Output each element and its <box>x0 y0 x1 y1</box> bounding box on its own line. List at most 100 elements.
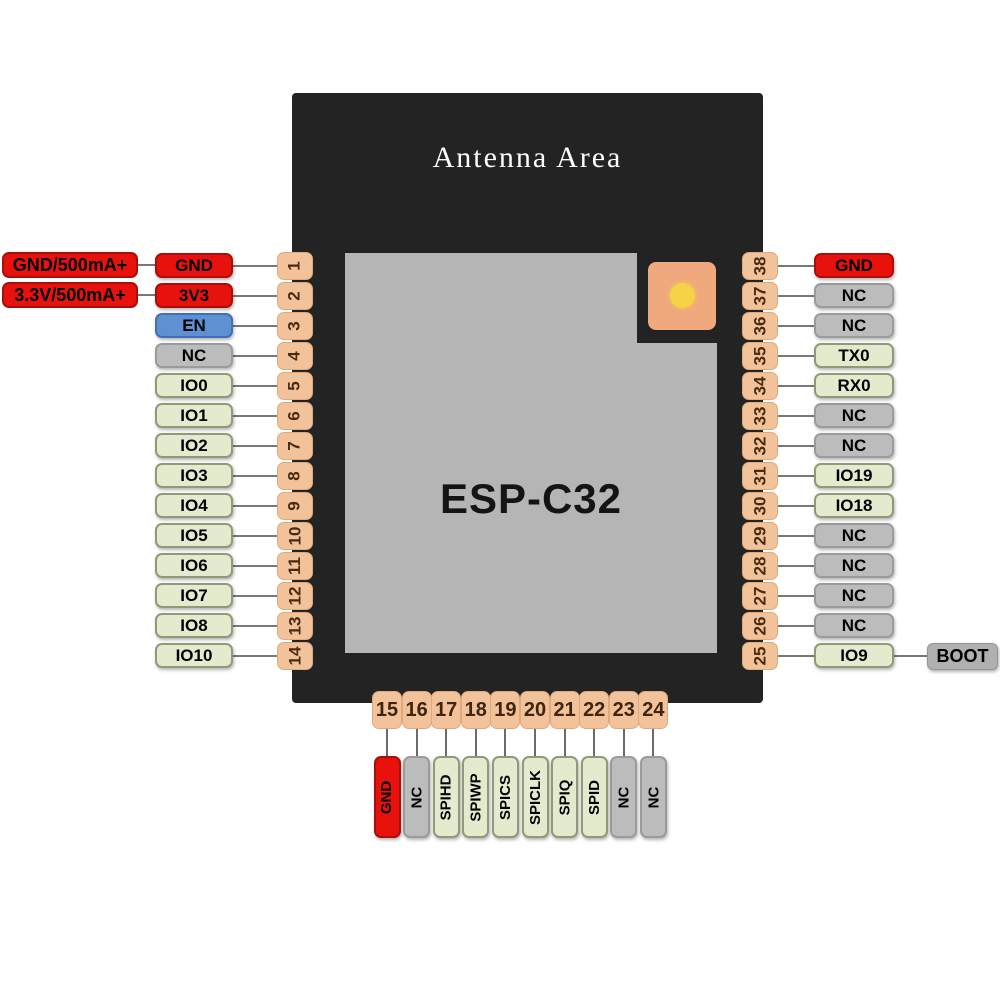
pin-8-number: 8 <box>285 471 304 481</box>
pin-37-connector <box>777 295 815 297</box>
pin-14-number: 14 <box>284 646 304 666</box>
pin-26-label: NC <box>814 613 894 638</box>
pin-31-number: 31 <box>749 466 769 486</box>
pin-38-connector <box>777 265 815 267</box>
pin-7-connector <box>233 445 278 447</box>
pin-11-number: 11 <box>284 557 304 575</box>
pin-1-connector <box>233 265 278 267</box>
pin-3-connector <box>233 325 278 327</box>
pin-5-connector <box>233 385 278 387</box>
pin-10-label: IO5 <box>155 523 233 548</box>
pin-18-label: SPIWP <box>462 756 490 838</box>
pin-3-label: EN <box>155 313 233 338</box>
pin-2-pad: 2 <box>277 282 313 310</box>
pin-35-label: TX0 <box>814 343 894 368</box>
pin-27-label: NC <box>814 583 894 608</box>
pin-22-label-text: SPID <box>585 779 603 815</box>
pin-28-connector <box>777 565 815 567</box>
pin-29-connector <box>777 535 815 537</box>
pin-34-connector <box>777 385 815 387</box>
pin-8-pad: 8 <box>277 462 313 490</box>
pin-29-number: 29 <box>749 526 769 546</box>
pin-21-pad: 21 <box>549 691 580 729</box>
pin-2-number: 2 <box>285 291 304 301</box>
antenna-area-label: Antenna Area <box>432 141 623 174</box>
pin-37-pad: 37 <box>742 282 778 310</box>
pin-34-pad: 34 <box>742 372 778 400</box>
pin-9-pad: 9 <box>277 492 313 520</box>
pin-25-connector <box>777 655 815 657</box>
module-body: Antenna Area ESP-C32 <box>292 93 763 703</box>
pin-15-number: 15 <box>375 698 399 721</box>
pin-30-pad: 30 <box>742 492 778 520</box>
pin-9-number: 9 <box>285 501 304 511</box>
pin-4-pad: 4 <box>277 342 313 370</box>
pin-17-number: 17 <box>435 698 458 721</box>
pin-4-number: 4 <box>285 351 304 361</box>
pin-13-number: 13 <box>284 616 304 636</box>
pin-32-pad: 32 <box>742 432 778 460</box>
pin-11-label: IO6 <box>155 553 233 578</box>
pin-19-label-text: SPICS <box>496 774 514 820</box>
pin-19-number: 19 <box>494 698 517 721</box>
pin-18-number: 18 <box>464 698 487 721</box>
pin-36-number: 36 <box>749 316 769 336</box>
pin-38-pad: 38 <box>742 252 778 280</box>
pin-18-pad: 18 <box>460 691 491 729</box>
pin-15-connector <box>386 729 388 756</box>
pin-23-connector <box>622 729 625 756</box>
pin-6-connector <box>233 415 278 417</box>
pin-15-pad: 15 <box>372 691 402 729</box>
pin-30-label: IO18 <box>814 493 894 518</box>
pin-34-label: RX0 <box>814 373 894 398</box>
antenna-feed-dot <box>670 283 695 308</box>
pin-2-connector <box>233 295 278 297</box>
pin-32-connector <box>777 445 815 447</box>
pin-14-label: IO10 <box>155 643 233 668</box>
chip-name-label: ESP-C32 <box>439 475 623 522</box>
pin-31-pad: 31 <box>742 462 778 490</box>
pin-20-label: SPICLK <box>521 756 549 838</box>
pin-32-number: 32 <box>749 436 769 456</box>
pin-20-pad: 20 <box>520 691 550 729</box>
pin-28-number: 28 <box>749 556 769 576</box>
pin-18-connector <box>474 729 477 756</box>
pin-33-number: 33 <box>749 406 769 426</box>
pin-22-number: 22 <box>583 698 606 721</box>
pin-35-pad: 35 <box>742 342 778 370</box>
pin-7-label: IO2 <box>155 433 233 458</box>
pin-16-number: 16 <box>405 698 428 721</box>
pin-25-number: 25 <box>749 646 769 666</box>
pin-26-connector <box>777 625 815 627</box>
pin-21-number: 21 <box>553 698 576 721</box>
pin-27-connector <box>777 595 815 597</box>
pin-27-number: 27 <box>749 586 769 606</box>
pin-24-label-text: NC <box>644 786 662 808</box>
pin-38-label: GND <box>814 253 894 278</box>
pin-37-label: NC <box>814 283 894 308</box>
pin-16-label: NC <box>403 756 431 838</box>
pin-10-connector <box>233 535 278 537</box>
pin-16-connector <box>415 729 418 756</box>
pin-15-label: GND <box>373 756 401 838</box>
pin-14-pad: 14 <box>277 642 313 670</box>
annotation-connector-gnd <box>138 264 156 266</box>
pin-33-pad: 33 <box>742 402 778 430</box>
pin-5-pad: 5 <box>277 372 313 400</box>
antenna-feed-pad <box>648 262 716 330</box>
pin-30-number: 30 <box>749 496 769 516</box>
pin-24-label: NC <box>639 756 667 838</box>
pin-4-label: NC <box>155 343 233 368</box>
pin-14-connector <box>233 655 278 657</box>
pin-25-label: IO9 <box>814 643 894 668</box>
pin-19-pad: 19 <box>490 691 521 729</box>
pin-11-pad: 11 <box>277 552 313 580</box>
pin-38-number: 38 <box>749 256 769 276</box>
pin-23-number: 23 <box>612 698 635 721</box>
pin-19-connector <box>504 729 507 756</box>
pin-16-label-text: NC <box>408 786 426 808</box>
pin-12-number: 12 <box>284 586 304 606</box>
pin-26-pad: 26 <box>742 612 778 640</box>
pin-8-connector <box>233 475 278 477</box>
